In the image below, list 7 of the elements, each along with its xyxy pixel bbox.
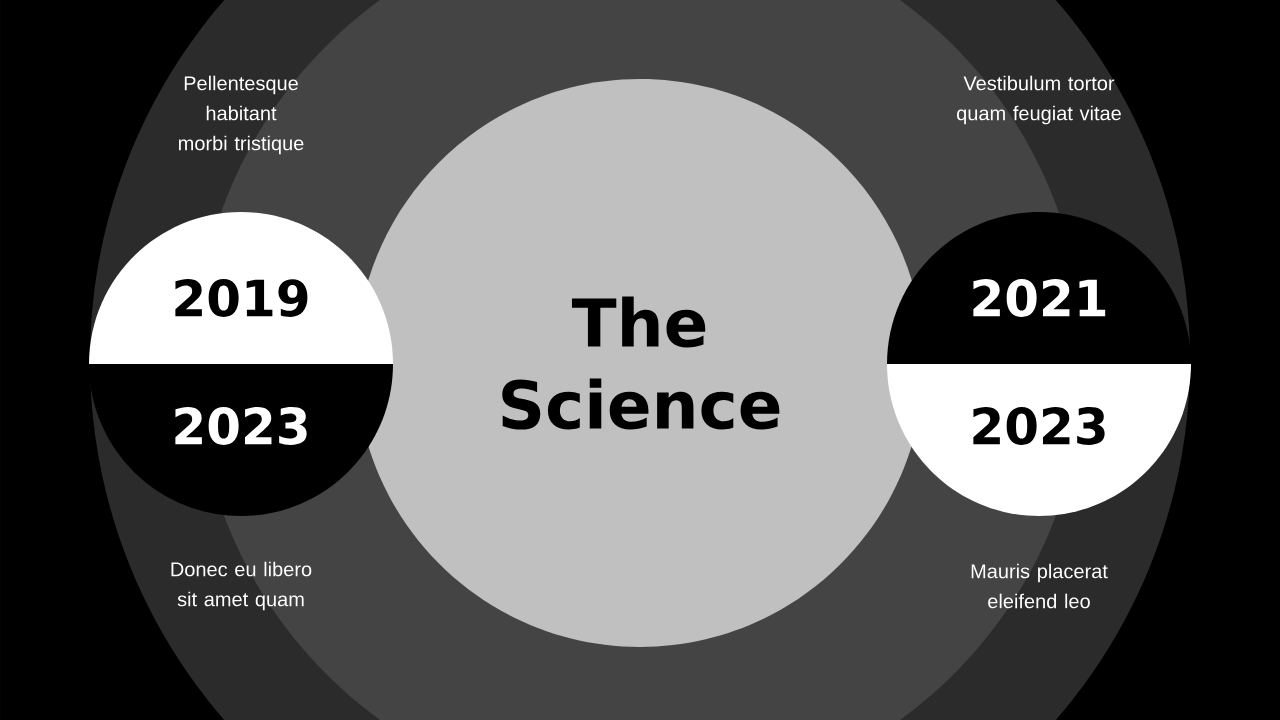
- node-label: 2023: [175, 407, 307, 445]
- caption-text: Donec eu libero sit amet quam: [171, 561, 312, 611]
- node-label: 2021: [973, 279, 1106, 317]
- caption-text: Mauris placerat eleifend leo: [971, 563, 1108, 609]
- caption-text: Pellentesque habitant morbi tristique: [179, 75, 304, 155]
- caption-text: Vestibulum tortor quam feugiat vitae: [957, 75, 1121, 125]
- node-label: 2023: [973, 407, 1105, 445]
